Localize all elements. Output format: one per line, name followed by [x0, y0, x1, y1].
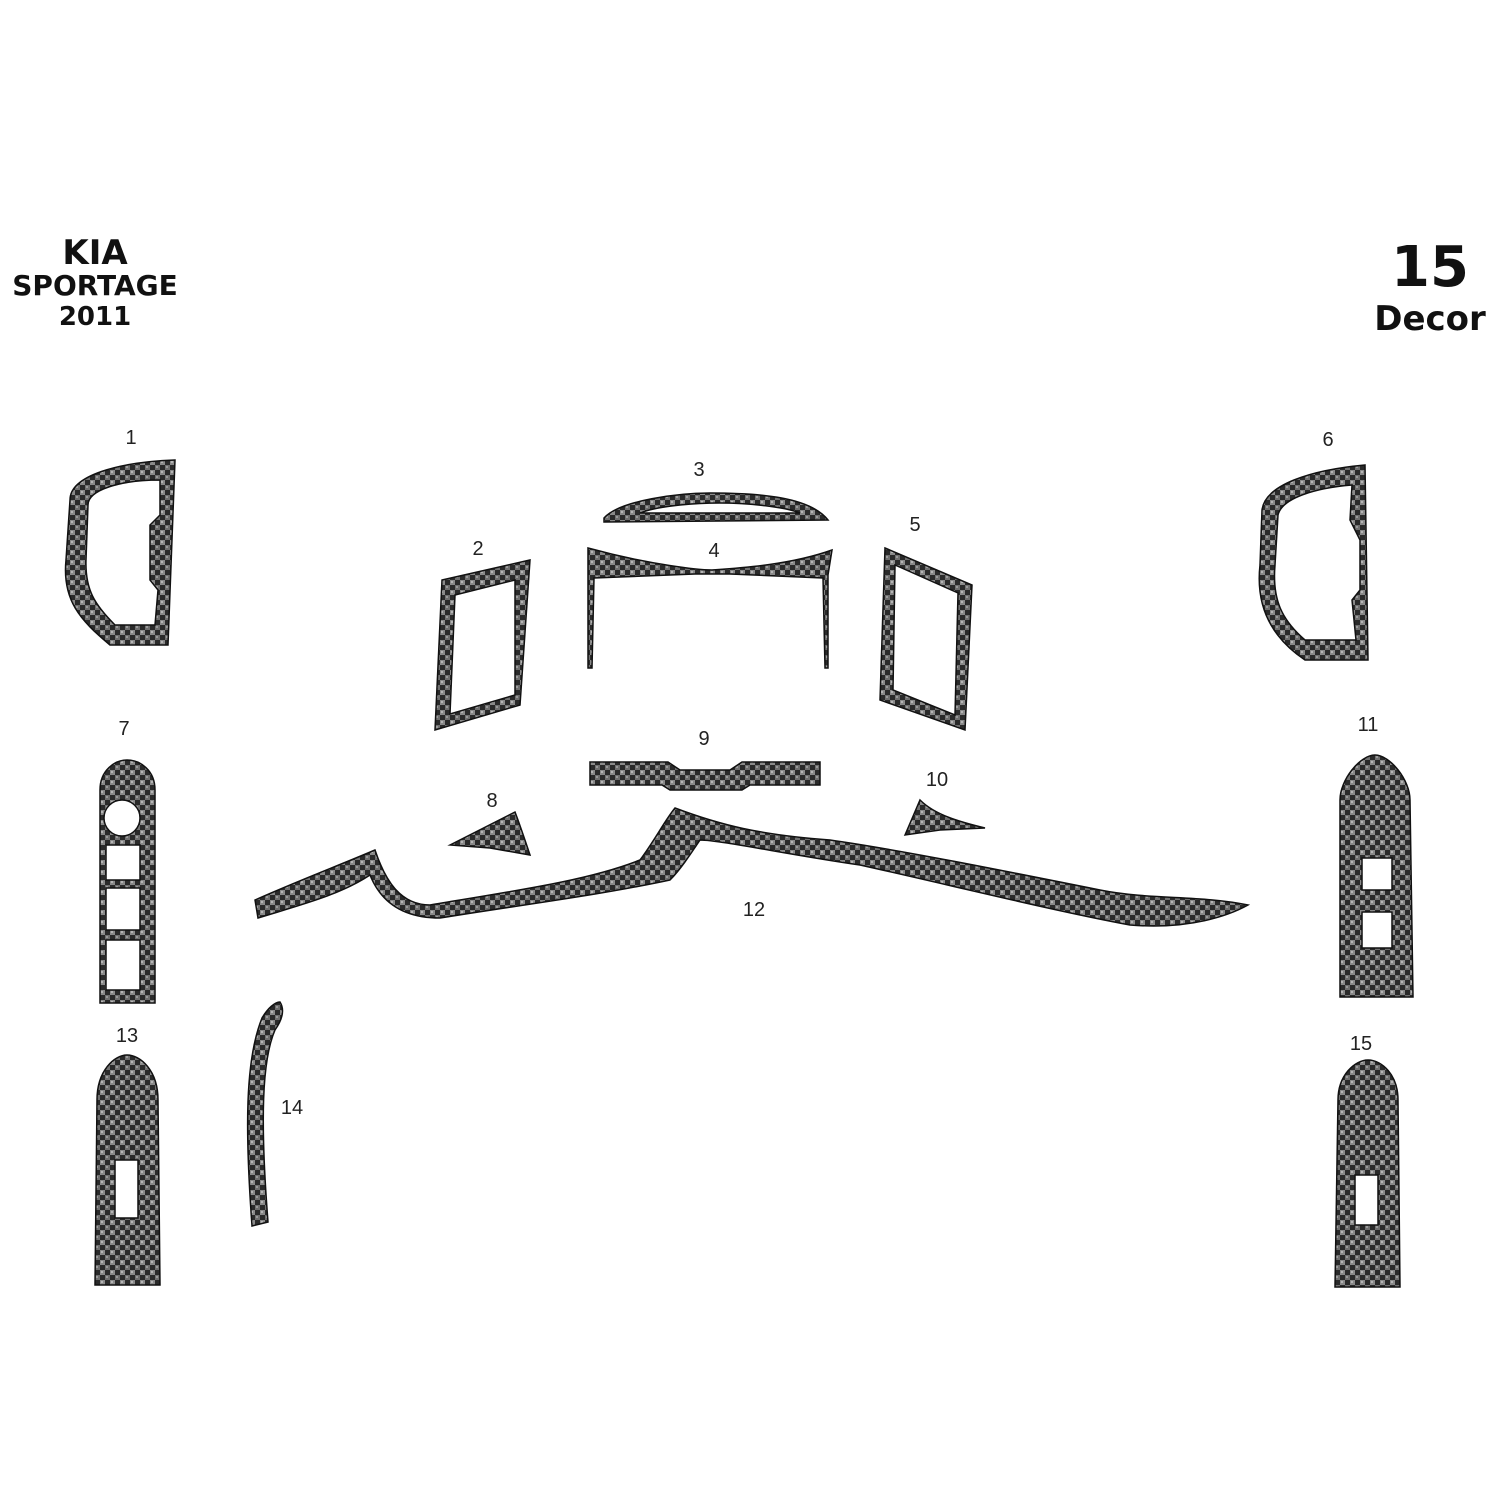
part-number-11: 11 [1358, 714, 1379, 736]
part-10-shape [903, 798, 986, 836]
part-1-shape [64, 459, 176, 646]
part-2-shape [434, 559, 531, 732]
part-number-13: 13 [116, 1025, 138, 1047]
part-number-2: 2 [472, 538, 483, 560]
part-3-shape [603, 492, 830, 523]
part-5-shape [879, 546, 973, 732]
part-4-shape [587, 547, 833, 669]
part-12-shape [254, 807, 1251, 927]
part-14-shape [246, 1001, 284, 1227]
part-13-shape [94, 1054, 161, 1286]
part-number-1: 1 [125, 427, 136, 449]
part-8-shape [447, 810, 532, 856]
part-number-5: 5 [909, 514, 920, 536]
vehicle-year: 2011 [58, 302, 132, 332]
part-15-shape [1334, 1059, 1401, 1288]
part-9-shape [589, 761, 821, 791]
part-number-7: 7 [118, 718, 129, 740]
kit-label: Decor [1374, 299, 1486, 339]
part-number-15: 15 [1350, 1033, 1372, 1055]
part-number-3: 3 [693, 459, 704, 481]
part-number-8: 8 [486, 790, 497, 812]
part-number-6: 6 [1322, 429, 1333, 451]
part-6-shape [1258, 464, 1369, 661]
part-number-4: 4 [708, 540, 719, 562]
part-number-10: 10 [926, 769, 948, 791]
part-7-shape [99, 759, 156, 1004]
part-number-14: 14 [281, 1097, 303, 1119]
part-number-12: 12 [743, 899, 765, 921]
piece-count: 15 [1391, 235, 1469, 300]
vehicle-title-block: KIA SPORTAGE 2011 [0, 236, 190, 330]
vehicle-model: SPORTAGE [12, 269, 178, 302]
part-11-shape [1339, 754, 1414, 998]
vehicle-make: KIA [62, 233, 128, 273]
part-number-9: 9 [698, 728, 709, 750]
piece-count-block: 15 Decor [1360, 235, 1500, 339]
